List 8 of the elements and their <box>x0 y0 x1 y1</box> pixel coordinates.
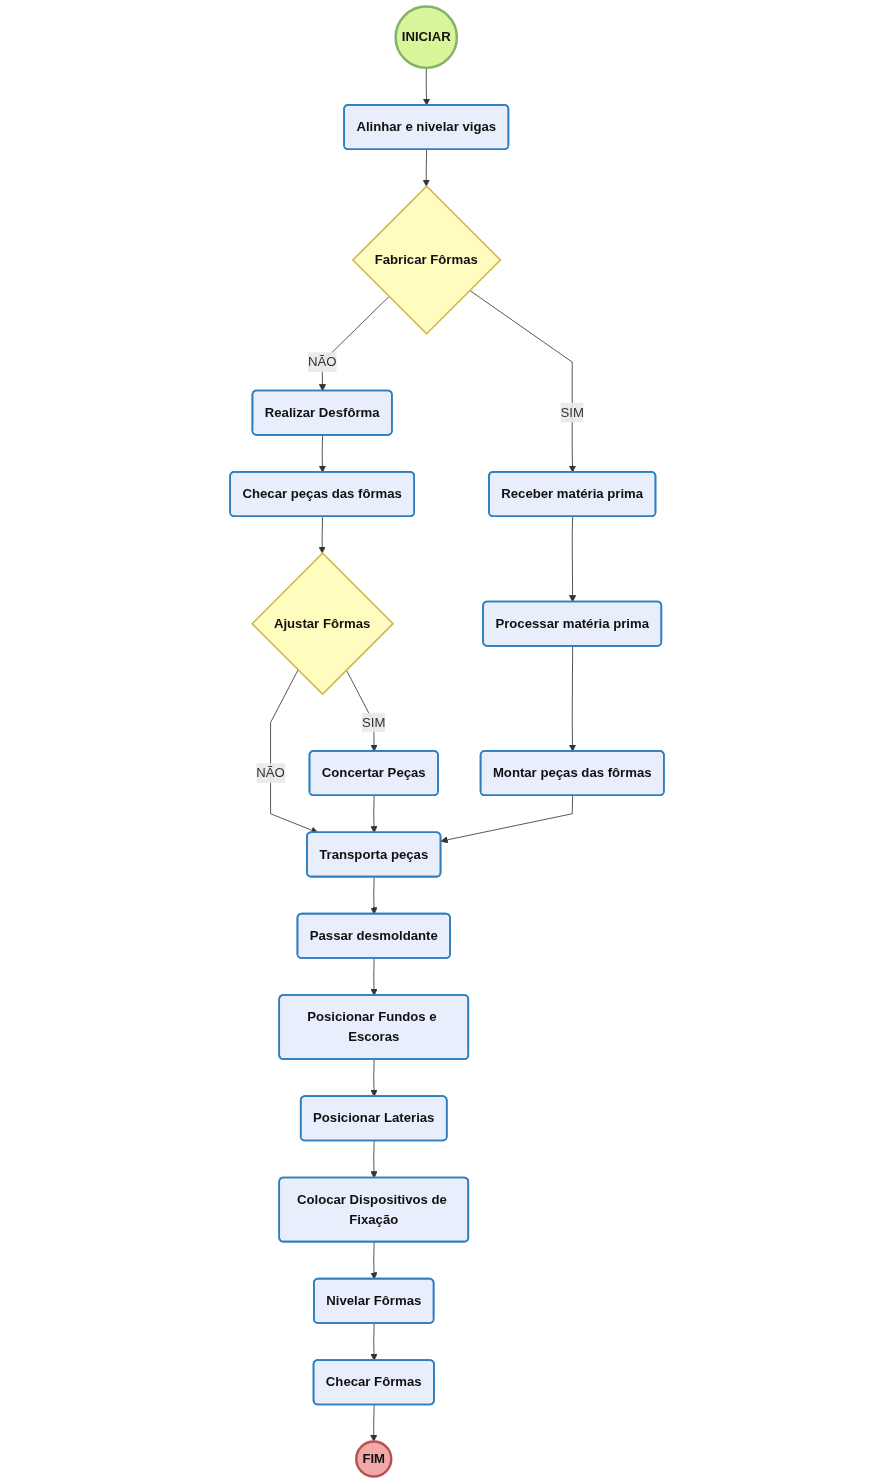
edge-label: SIM <box>362 715 386 730</box>
node-circle: INICIAR <box>394 5 459 70</box>
node-diamond: Ajustar Fôrmas <box>250 552 395 696</box>
edge-label: SIM <box>560 405 584 420</box>
node-diamond: Fabricar Fôrmas <box>351 185 502 335</box>
node-circle: FIM <box>355 1440 393 1478</box>
edge-label: NÃO <box>307 354 337 369</box>
edge-label: NÃO <box>256 765 285 780</box>
